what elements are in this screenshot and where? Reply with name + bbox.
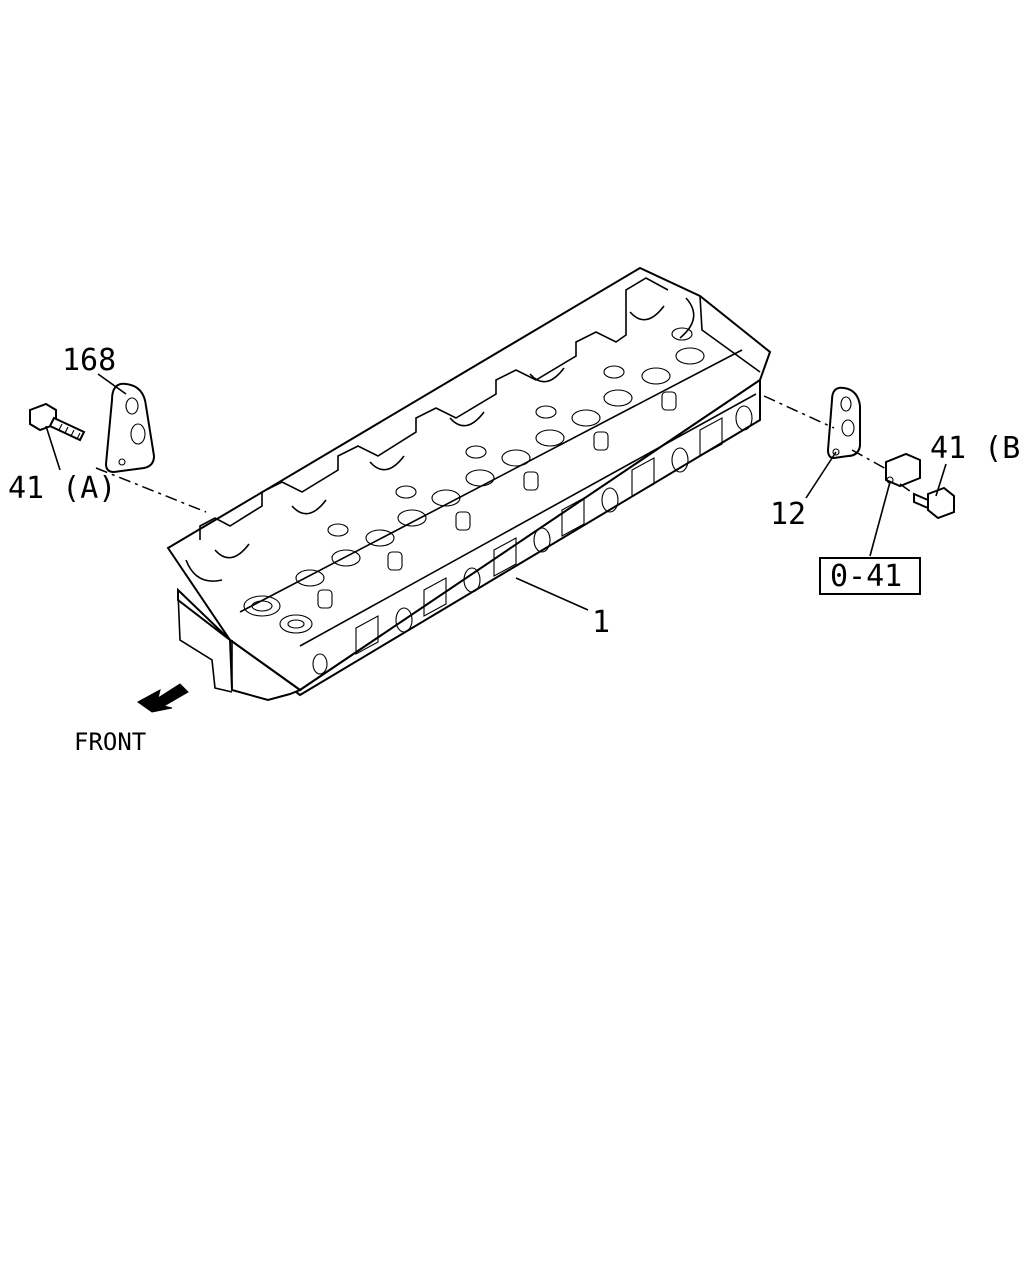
cylinder-head-deck-details xyxy=(295,327,753,675)
bracket-168[interactable] xyxy=(104,382,156,474)
label-12: 12 xyxy=(770,497,806,532)
leader-lines xyxy=(45,373,947,611)
bracket-12[interactable] xyxy=(826,386,861,460)
label-41-b: 41 (B) xyxy=(930,431,1024,466)
clip-0-41[interactable] xyxy=(885,452,921,488)
ref-box-0-41[interactable]: 0-41 xyxy=(819,557,921,595)
ref-box-label: 0-41 xyxy=(830,559,902,594)
bolt-41-b[interactable] xyxy=(913,486,955,520)
cylinder-head[interactable] xyxy=(166,266,772,702)
label-168: 168 xyxy=(62,343,116,378)
front-arrow-icon xyxy=(137,683,189,713)
label-41-a: 41 (A) xyxy=(8,471,116,506)
assembly-lines xyxy=(95,395,915,513)
front-label: FRONT xyxy=(74,728,146,756)
bolt-41-a[interactable] xyxy=(29,402,86,442)
label-1: 1 xyxy=(592,605,610,640)
